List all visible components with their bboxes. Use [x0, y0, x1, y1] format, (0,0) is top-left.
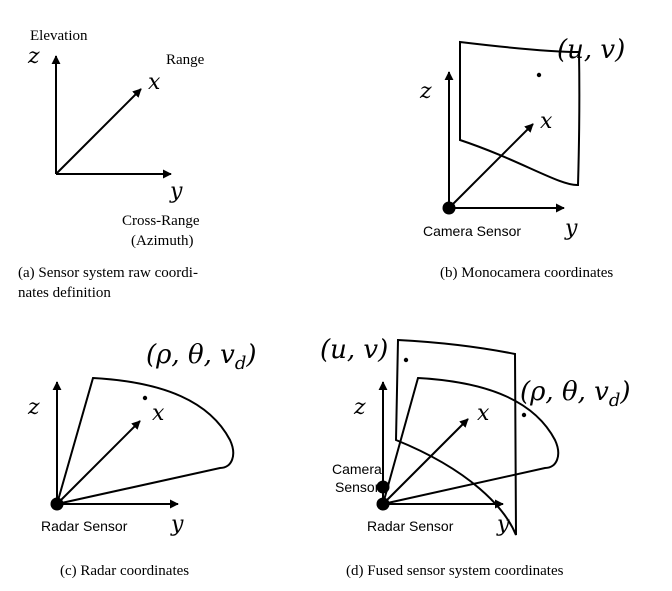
- radar-sensor-label: Radar Sensor: [41, 518, 128, 534]
- camera-sensor-label-line2: Sensor: [335, 479, 380, 495]
- radar-sector: [381, 376, 560, 506]
- point-label: (ρ, θ, vd): [146, 340, 257, 374]
- z-axis-label: z: [353, 395, 366, 420]
- radar-point-label-close: ): [619, 377, 630, 407]
- z-axis-label: z: [27, 44, 40, 69]
- x-axis-label: x: [540, 109, 553, 134]
- y-axis-label: y: [170, 512, 184, 537]
- point-label-main: (ρ, θ, v: [146, 340, 235, 370]
- radar-point-label-main: (ρ, θ, v: [520, 377, 609, 407]
- point-label-sub: d: [235, 353, 247, 374]
- azimuth-label: (Azimuth): [131, 233, 193, 249]
- camera-sensor-dot: [442, 201, 456, 215]
- camera-point: [403, 357, 409, 363]
- caption-a-line2: nates definition: [18, 285, 111, 301]
- x-axis-label: x: [477, 401, 490, 426]
- caption-a-line1: (a) Sensor system raw coordi-: [18, 265, 198, 281]
- panel-b: (u, v) z x y Camera Sensor (b) Monocamer…: [419, 35, 625, 281]
- x-axis: [448, 123, 534, 209]
- cross-range-label: Cross-Range: [122, 213, 200, 229]
- panel-a: Elevation z Range x y Cross-Range (Azimu…: [18, 28, 205, 301]
- caption-b: (b) Monocamera coordinates: [440, 265, 613, 281]
- camera-point-label: (u, v): [320, 335, 388, 365]
- radar-point-label-sub: d: [609, 390, 621, 411]
- camera-sensor-dot: [376, 480, 390, 494]
- caption-d: (d) Fused sensor system coordinates: [346, 563, 564, 579]
- camera-sensor-label: Camera Sensor: [423, 223, 521, 239]
- radar-sensor-dot: [376, 497, 390, 511]
- z-axis-label: z: [419, 79, 432, 104]
- radar-sensor-dot: [50, 497, 64, 511]
- x-axis-label: x: [152, 401, 165, 426]
- y-axis-label: y: [496, 512, 510, 537]
- radar-point: [521, 412, 527, 418]
- y-axis-label: y: [564, 216, 578, 241]
- radar-point: [142, 395, 148, 401]
- camera-sensor-label-line1: Camera: [332, 461, 382, 477]
- x-axis: [382, 418, 469, 505]
- point-label-close: ): [245, 340, 256, 370]
- radar-sector: [55, 376, 235, 506]
- elevation-label: Elevation: [30, 28, 88, 44]
- radar-point-label: (ρ, θ, vd): [520, 377, 631, 411]
- y-axis-label: y: [169, 179, 183, 204]
- image-plane: [394, 338, 517, 536]
- caption-c: (c) Radar coordinates: [60, 563, 189, 579]
- x-axis-label: x: [148, 70, 161, 95]
- radar-sensor-label: Radar Sensor: [367, 518, 454, 534]
- range-label: Range: [166, 52, 205, 68]
- point-label: (u, v): [557, 35, 625, 65]
- image-point: [536, 72, 542, 78]
- x-axis: [55, 88, 142, 175]
- x-axis: [56, 420, 141, 505]
- panel-d: (u, v) (ρ, θ, vd) z x y Camera Sensor Ra…: [320, 335, 631, 579]
- panel-c: (ρ, θ, vd) z x y Radar Sensor (c) Radar …: [27, 340, 257, 579]
- z-axis-label: z: [27, 395, 40, 420]
- image-plane: [459, 40, 581, 187]
